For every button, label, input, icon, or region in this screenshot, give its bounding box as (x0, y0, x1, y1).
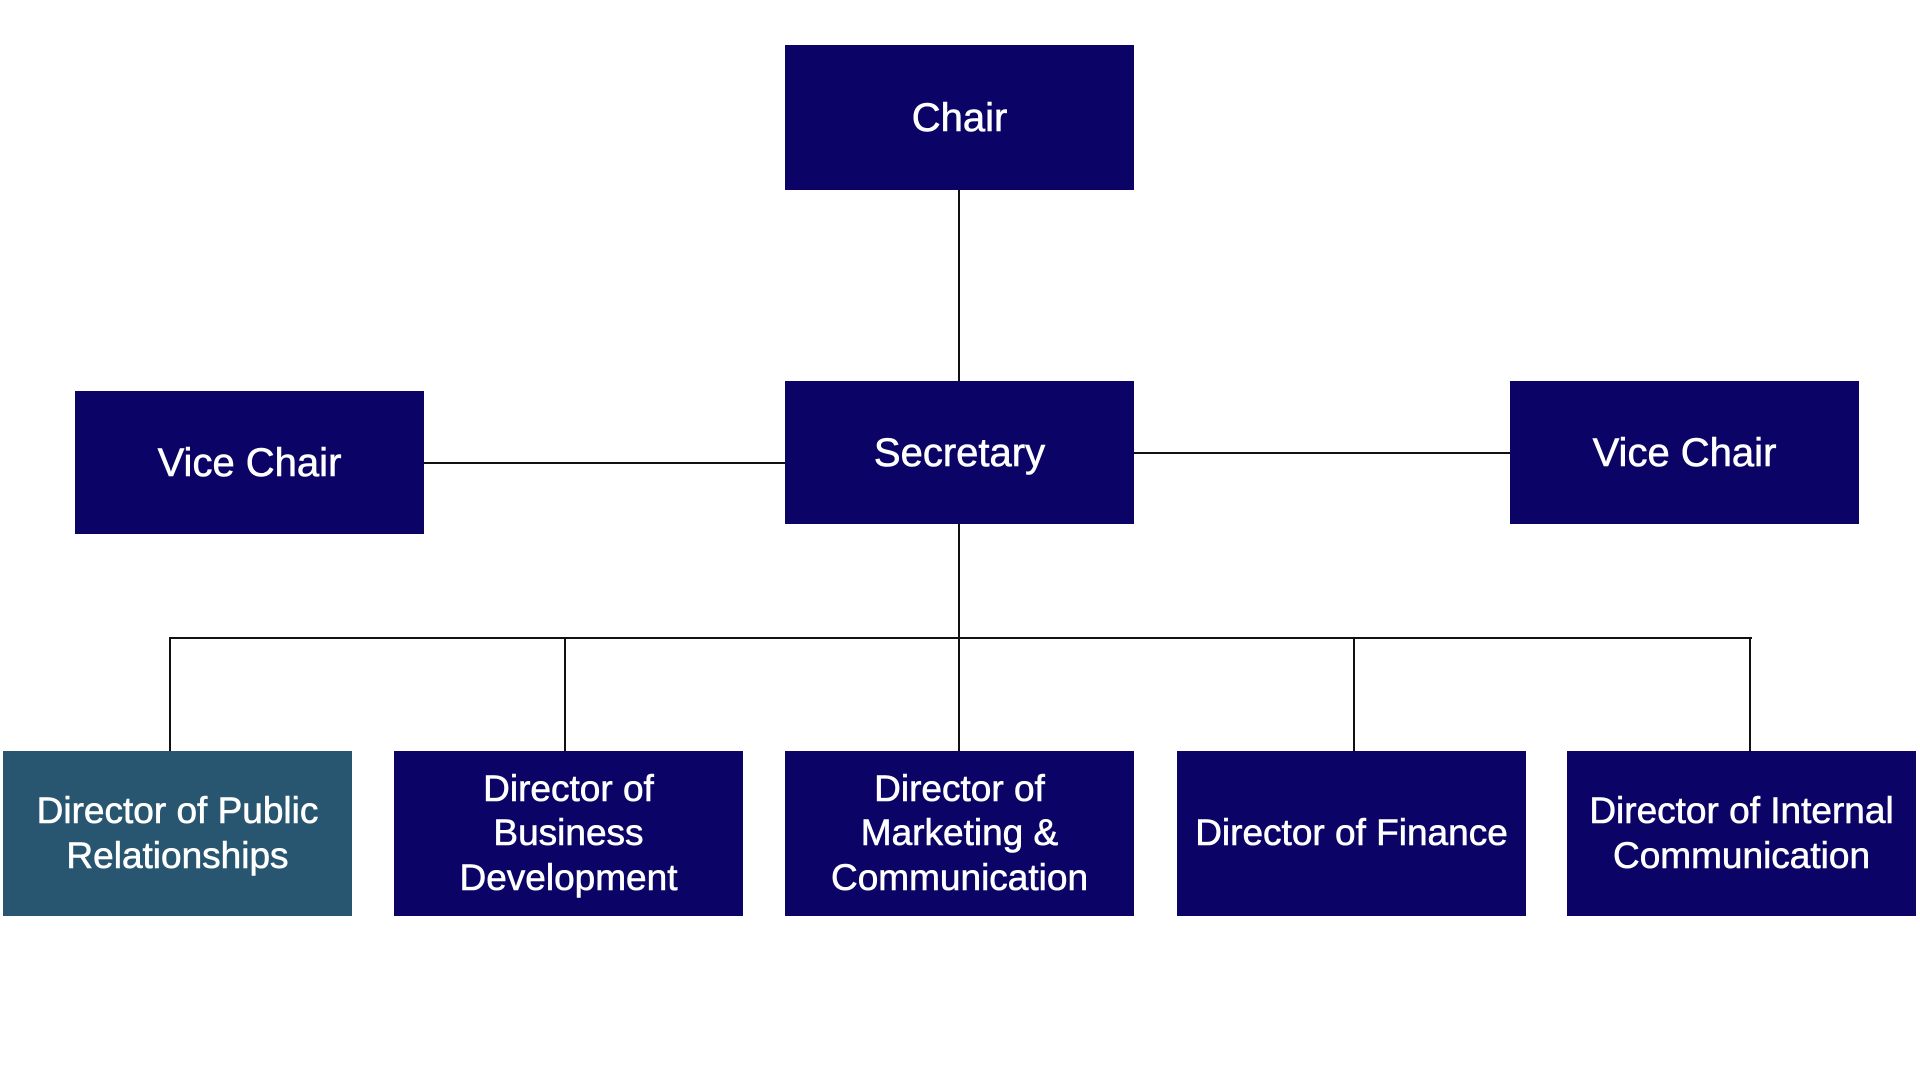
connector-chair-secretary (958, 190, 960, 381)
connector-vice-chair-right (1134, 452, 1510, 454)
node-director-marketing-communication: Director of Marketing & Communication (785, 751, 1134, 916)
connector-director-1 (169, 637, 171, 754)
connector-vice-chair-left (424, 462, 785, 464)
connector-directors-bus (169, 637, 1752, 639)
node-director-finance: Director of Finance (1177, 751, 1526, 916)
connector-director-5 (1749, 637, 1751, 751)
node-director-internal-communication: Director of Internal Communication (1567, 751, 1916, 916)
node-vice-chair-left: Vice Chair (75, 391, 424, 534)
connector-director-4 (1353, 637, 1355, 751)
node-director-public-relationships: Director of Public Relationships (3, 751, 352, 916)
node-secretary: Secretary (785, 381, 1134, 524)
node-director-business-development: Director of Business Development (394, 751, 743, 916)
connector-director-2 (564, 637, 566, 751)
node-chair: Chair (785, 45, 1134, 190)
node-vice-chair-right: Vice Chair (1510, 381, 1859, 524)
